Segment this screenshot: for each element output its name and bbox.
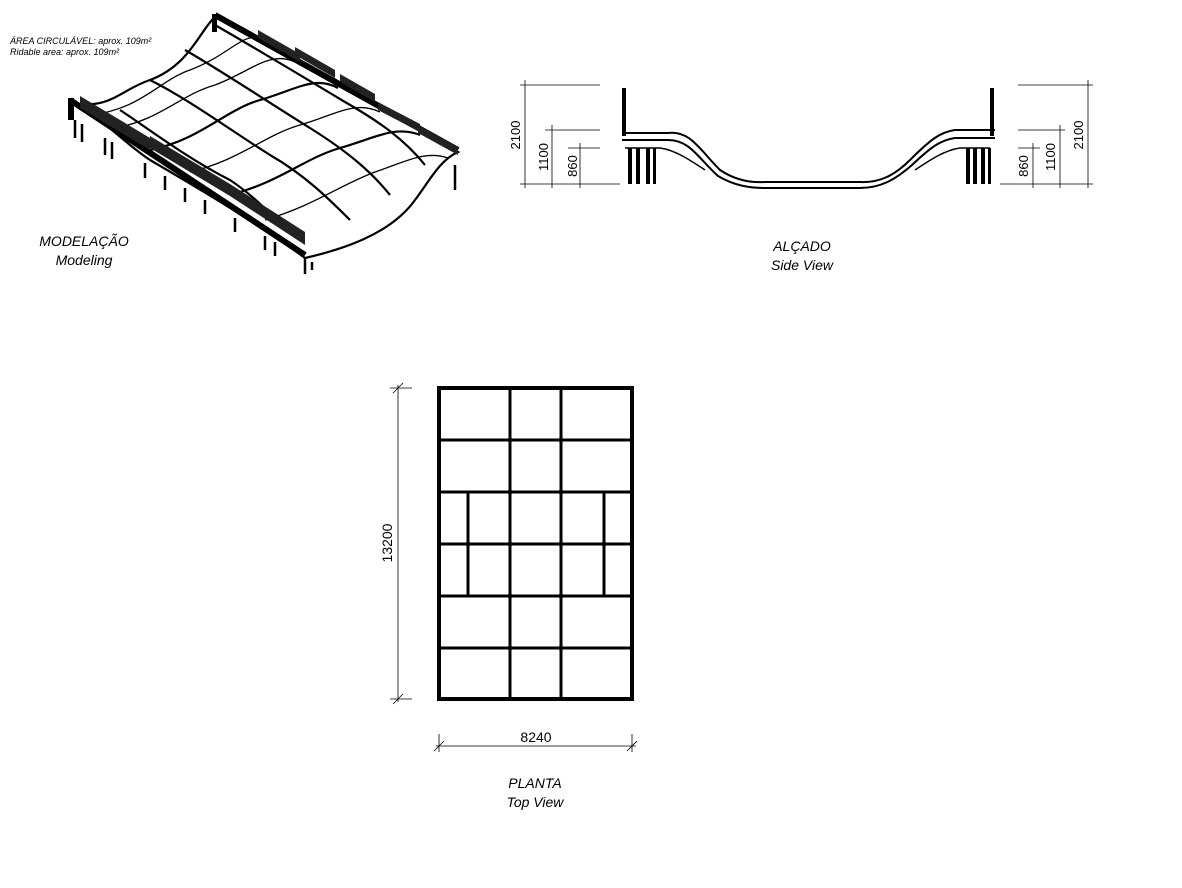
- back-deck-panel: [258, 30, 300, 62]
- back-deck-panel: [418, 125, 458, 155]
- side-dim-860-right: 860: [1016, 155, 1031, 177]
- top-view-height-value: 13200: [379, 523, 395, 562]
- back-deck-panel: [295, 47, 335, 78]
- left-leg: [653, 148, 656, 184]
- back-rail-post: [212, 14, 217, 32]
- side-dim-2100-right: 2100: [1071, 121, 1086, 150]
- side-view-drawing: [622, 88, 995, 189]
- side-view-left-dims: [520, 80, 620, 188]
- left-leg: [636, 148, 640, 184]
- area-note-en: Ridable area: aprox. 109m²: [10, 47, 120, 57]
- side-view-title-pt: ALÇADO: [772, 238, 831, 254]
- surface-seam: [89, 37, 261, 116]
- top-view-title-pt: PLANTA: [508, 775, 561, 791]
- right-leg: [981, 148, 985, 184]
- surface-seam: [184, 49, 391, 196]
- ramp-profile-bottom: [622, 137, 995, 189]
- left-leg: [628, 148, 632, 184]
- top-view-width-value: 8240: [520, 729, 551, 745]
- back-deck-panel: [340, 74, 375, 102]
- top-view-width-dim: [433, 734, 638, 752]
- side-dim-1100-left: 1100: [536, 143, 551, 171]
- side-view-title-en: Side View: [771, 257, 834, 273]
- modeling-title-en: Modeling: [56, 252, 113, 268]
- isometric-model: [68, 12, 461, 274]
- top-view-joints: [465, 437, 607, 651]
- right-leg: [988, 148, 991, 184]
- top-view-height-dim: [390, 382, 412, 705]
- surface-seam: [214, 24, 426, 166]
- ramp-frame: [914, 147, 990, 171]
- right-leg: [973, 148, 977, 184]
- right-rail: [990, 88, 994, 136]
- side-view-right-dims: [1000, 80, 1093, 188]
- right-leg: [966, 148, 970, 184]
- back-deck-panel: [378, 102, 420, 132]
- side-dim-2100-left: 2100: [508, 121, 523, 150]
- top-view-title-en: Top View: [507, 794, 565, 810]
- support-legs: [73, 120, 457, 274]
- left-leg: [646, 148, 650, 184]
- front-deck-panel: [80, 96, 150, 150]
- ramp-frame: [625, 147, 706, 171]
- front-deck-panel: [230, 184, 305, 245]
- surface-seam: [149, 79, 351, 221]
- left-rail: [622, 88, 626, 136]
- front-rail-post: [68, 98, 74, 120]
- side-dim-1100-right: 1100: [1043, 143, 1058, 171]
- area-note-pt: ÁREA CIRCULÁVEL: aprox. 109m²: [9, 36, 152, 46]
- side-dim-860-left: 860: [565, 155, 580, 177]
- modeling-title-pt: MODELAÇÃO: [39, 233, 129, 249]
- ramp-profile-top: [622, 129, 995, 184]
- front-deck-panel: [150, 136, 230, 196]
- front-coping: [68, 97, 307, 258]
